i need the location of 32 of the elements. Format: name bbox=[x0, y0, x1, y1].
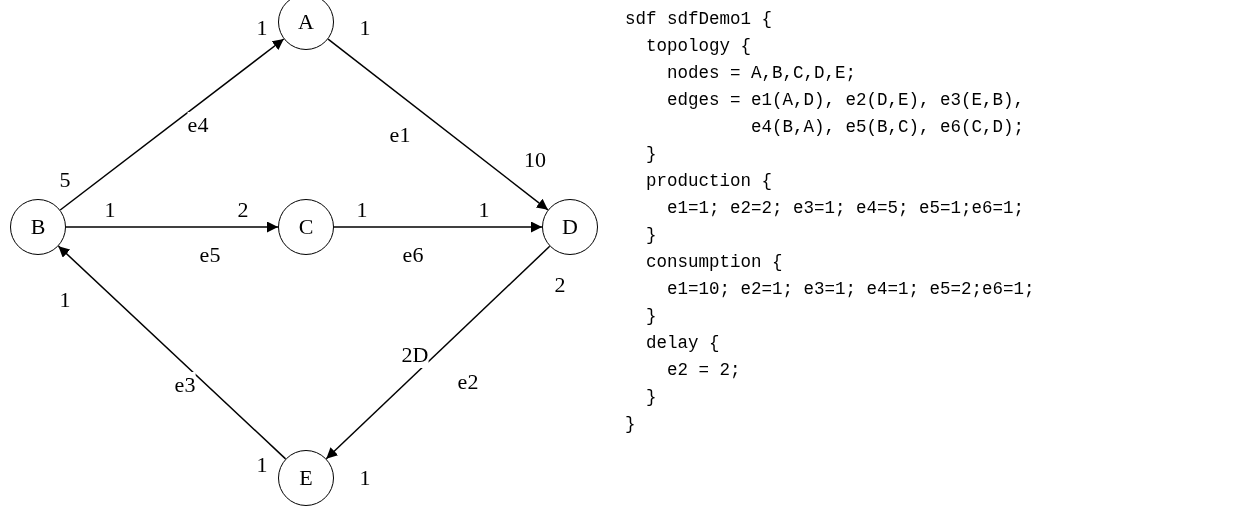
code-line: nodes = A,B,C,D,E; bbox=[666, 62, 858, 85]
code-line: e2 = 2; bbox=[666, 359, 742, 382]
code-line: consumption { bbox=[645, 251, 784, 274]
arrow bbox=[333, 221, 543, 233]
code-line: } bbox=[645, 224, 658, 247]
node-label: D bbox=[562, 214, 578, 240]
code-line: } bbox=[645, 143, 658, 166]
node-label: C bbox=[298, 214, 314, 240]
code-line: edges = e1(A,D), e2(D,E), e3(E,B), bbox=[666, 89, 1026, 112]
node-circle bbox=[278, 0, 334, 50]
code-line: delay { bbox=[645, 332, 721, 355]
arrow bbox=[57, 245, 287, 460]
code-line: } bbox=[645, 305, 658, 328]
node-circle bbox=[278, 199, 334, 255]
code-line: } bbox=[645, 386, 658, 409]
code-line: production { bbox=[645, 170, 774, 193]
code-line: e4(B,A), e5(B,C), e6(C,D); bbox=[750, 116, 1026, 139]
code-line: e1=1; e2=2; e3=1; e4=5; e5=1;e6=1; bbox=[666, 197, 1026, 220]
arrow bbox=[59, 38, 285, 211]
arrow bbox=[327, 38, 549, 211]
node-circle bbox=[542, 199, 598, 255]
code-line: e1=10; e2=1; e3=1; e4=1; e5=2;e6=1; bbox=[666, 278, 1035, 301]
arrow bbox=[325, 245, 551, 460]
node-label: B bbox=[30, 214, 46, 240]
node-label: A bbox=[298, 9, 314, 35]
arrow bbox=[65, 221, 279, 233]
node-label: E bbox=[299, 465, 313, 491]
code-line: sdf sdfDemo1 { bbox=[625, 8, 774, 31]
node-circle bbox=[10, 199, 66, 255]
code-line: } bbox=[625, 413, 637, 436]
node-circle bbox=[278, 450, 334, 506]
code-line: topology { bbox=[645, 35, 753, 58]
